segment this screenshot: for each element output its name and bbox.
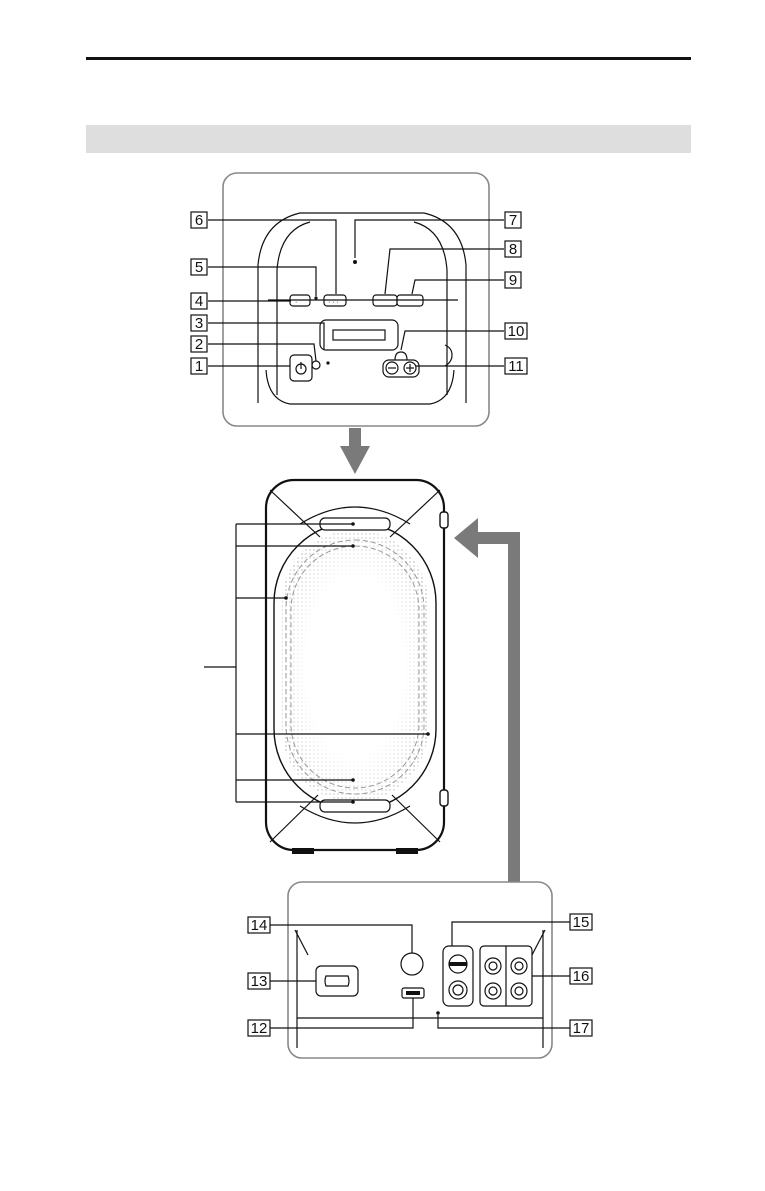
up-arrow xyxy=(454,518,520,882)
callout-6: 6 xyxy=(191,212,207,229)
svg-text:17: 17 xyxy=(573,1020,590,1037)
svg-text:3: 3 xyxy=(195,315,203,332)
mic-hole xyxy=(353,260,357,264)
svg-text:7: 7 xyxy=(509,212,517,229)
callout-7: 7 xyxy=(505,212,521,229)
svg-text:·: · xyxy=(295,299,297,306)
callout-1: 1 xyxy=(191,358,207,375)
callout-9: 9 xyxy=(505,272,521,289)
svg-text:4: 4 xyxy=(195,293,203,310)
callout-15: 15 xyxy=(570,914,592,931)
callout-5: 5 xyxy=(191,259,207,276)
top-panel-inset: · · · · xyxy=(223,173,489,426)
svg-text:10: 10 xyxy=(508,323,525,340)
svg-text:9: 9 xyxy=(509,272,517,289)
small-hole xyxy=(436,1011,440,1015)
speaker-front-view xyxy=(266,480,448,854)
svg-text:2: 2 xyxy=(195,336,203,353)
callout-13: 13 xyxy=(248,973,270,990)
callout-16: 16 xyxy=(570,968,592,985)
svg-text:· · ·: · · · xyxy=(328,299,339,306)
svg-text:12: 12 xyxy=(251,1020,268,1037)
callout-2: 2 xyxy=(191,336,207,353)
callout-10: 10 xyxy=(505,323,527,340)
svg-text:1: 1 xyxy=(195,358,203,375)
svg-text:6: 6 xyxy=(195,212,203,229)
svg-text:15: 15 xyxy=(573,914,590,931)
rear-panel-inset xyxy=(288,882,552,1058)
callout-11: 11 xyxy=(505,358,527,375)
svg-text:11: 11 xyxy=(508,358,524,375)
callout-8: 8 xyxy=(505,241,521,258)
callout-14: 14 xyxy=(248,917,270,934)
callout-17: 17 xyxy=(570,1020,592,1037)
callout-12: 12 xyxy=(248,1020,270,1037)
svg-text:8: 8 xyxy=(509,241,517,258)
svg-text:5: 5 xyxy=(195,259,203,276)
svg-text:14: 14 xyxy=(251,917,268,934)
svg-text:13: 13 xyxy=(251,973,268,990)
callout-4: 4 xyxy=(191,293,207,310)
down-arrow xyxy=(340,428,370,474)
indicator-dot xyxy=(314,296,317,299)
status-indicator xyxy=(326,361,329,364)
svg-text:16: 16 xyxy=(573,968,590,985)
callout-3: 3 xyxy=(191,315,207,332)
